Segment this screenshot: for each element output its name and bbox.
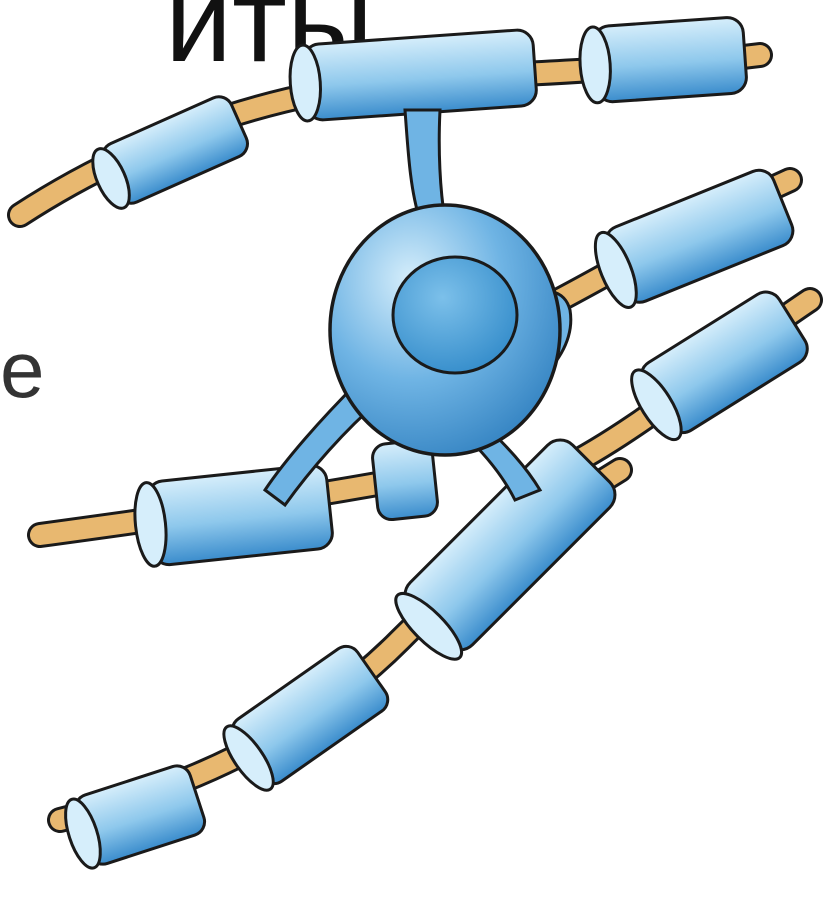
oligodendrocyte-cell-body <box>330 205 560 455</box>
myelin-sheath <box>622 286 813 447</box>
nucleus <box>393 257 517 373</box>
myelin-sheath <box>578 17 748 104</box>
myelin-sheath <box>288 29 538 122</box>
myelin-sheath <box>58 762 208 872</box>
myelin-sheath <box>215 641 393 797</box>
myelin-sheath <box>85 92 252 213</box>
